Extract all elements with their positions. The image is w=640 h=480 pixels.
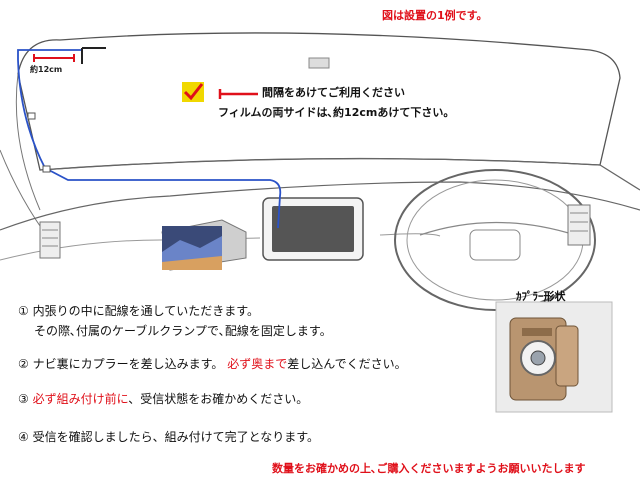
navigation-unit <box>161 219 247 271</box>
antenna-cable <box>17 49 282 229</box>
film-spacing-instruction: 間隔をあけてご利用ください <box>262 86 405 99</box>
film-spacing-label: 約12cm <box>30 65 63 74</box>
cable-clamp-2 <box>42 165 51 173</box>
step-3: ③ 必ず組み付け前に、受信状態をお確かめください。 <box>18 392 309 406</box>
legend-spacing-line <box>218 89 258 99</box>
spacing-indicator <box>33 54 75 62</box>
windshield-outline <box>17 32 621 171</box>
right-air-vent <box>567 204 591 246</box>
dashboard <box>0 157 640 231</box>
step-1-sub: その際､付属のケーブルクランプで､配線を固定します。 <box>34 324 332 338</box>
step-2: ② ナビ裏にカプラーを差し込みます。 必ず奥まで差し込んでください。 <box>18 357 407 371</box>
header-note: 図は設置の1例です。 <box>382 9 488 22</box>
step-1: ① 内張りの中に配線を通していただきます。 <box>18 304 260 318</box>
cable-clamp-1 <box>27 112 36 120</box>
a-pillar <box>0 73 51 241</box>
left-air-vent <box>39 221 61 259</box>
antenna-film <box>81 47 106 64</box>
center-display <box>262 197 364 261</box>
purchase-note: 数量をお確かめの上､ご購入くださいますようお願いいたします <box>272 462 586 475</box>
coupler-photo <box>495 301 613 413</box>
step-4: ④ 受信を確認しましたら、組み付けて完了となります。 <box>18 430 320 444</box>
coupler-label: ｶﾌﾟﾗｰ形状 <box>516 290 566 303</box>
check-mark-icon <box>182 82 204 102</box>
film-spacing-detail: フィルムの両サイドは､約12cmあけて下さい。 <box>218 106 455 119</box>
mirror-mount <box>308 57 330 69</box>
